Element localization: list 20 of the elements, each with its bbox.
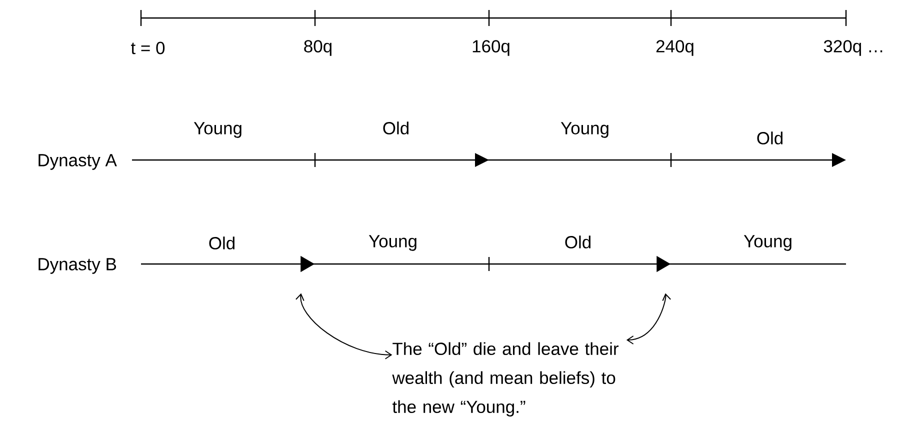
- tick-label: 320q …: [824, 40, 882, 56]
- phase-label: Young: [368, 235, 416, 251]
- phase-label: Old: [209, 236, 234, 250]
- phase-label: Young: [744, 235, 792, 251]
- phase-label: Young: [194, 122, 242, 138]
- tick-label: 240q: [656, 40, 694, 56]
- tick-label: t = 0: [131, 42, 165, 54]
- phase-label: Old: [757, 132, 782, 144]
- note-text: The “Old” die and leave their wealth (and mean beliefs) to the new “Young.”: [392, 342, 618, 417]
- phase-label: Old: [565, 236, 590, 248]
- tick-label: 80q: [304, 40, 332, 56]
- phase-label: Old: [383, 122, 408, 134]
- curved-arrow: [295, 293, 392, 360]
- arrowhead-marker: [300, 256, 315, 272]
- arrowhead-marker: [656, 256, 671, 272]
- row-label: Dynasty B: [38, 258, 116, 274]
- curved-arrow: [626, 293, 672, 344]
- tick-label: 160q: [472, 40, 510, 56]
- phase-label: Young: [560, 122, 608, 138]
- row-label: Dynasty A: [38, 154, 117, 170]
